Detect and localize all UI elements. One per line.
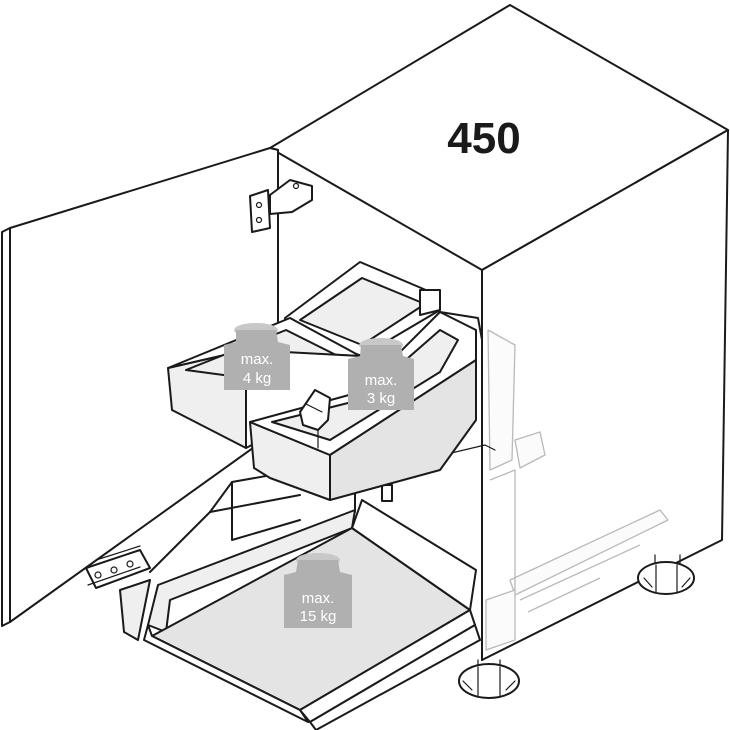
cabinet-door xyxy=(1,147,313,627)
weight-left-label-1: max. xyxy=(241,351,274,368)
weight-left-label-2: 4 kg xyxy=(243,370,271,387)
door-mount-bracket xyxy=(85,549,151,589)
hidden-runner-parts xyxy=(485,329,669,651)
weight-bottom-label-1: max. xyxy=(302,590,335,607)
tray-rail xyxy=(309,624,481,730)
pull-out-frame xyxy=(85,444,496,641)
bottom-tray xyxy=(143,499,481,730)
hidden-frame-diag xyxy=(489,469,516,590)
hidden-frame-upright xyxy=(487,329,516,471)
hidden-runner-rail-lower xyxy=(519,544,641,613)
frame-arm-front xyxy=(119,579,151,641)
hinge xyxy=(249,179,313,233)
hidden-frame-base xyxy=(485,589,516,651)
cabinet-feet xyxy=(458,554,695,699)
weight-right-label-2: 3 kg xyxy=(367,390,395,407)
weight-left: max. 4 kg xyxy=(224,323,290,390)
bracket-screws xyxy=(87,545,141,586)
weight-right: max. 3 kg xyxy=(348,338,414,410)
frame-clip xyxy=(381,484,393,502)
hidden-back-bracket xyxy=(514,431,546,469)
weight-right-label-1: max. xyxy=(365,372,398,389)
cabinet-width-label: 450 xyxy=(447,114,520,163)
weight-bottom-label-2: 15 kg xyxy=(300,608,337,625)
tray-right-wall xyxy=(351,499,477,611)
right-basket-side xyxy=(329,359,477,501)
door-edge xyxy=(1,227,11,627)
weight-bottom: max. 15 kg xyxy=(284,553,352,628)
back-foot xyxy=(637,554,695,595)
basket-divider-handle xyxy=(299,389,331,449)
upper-bracket xyxy=(419,289,441,316)
frame-side-rail xyxy=(231,481,301,541)
right-basket-rim-edge xyxy=(439,311,483,341)
front-foot xyxy=(458,659,520,699)
